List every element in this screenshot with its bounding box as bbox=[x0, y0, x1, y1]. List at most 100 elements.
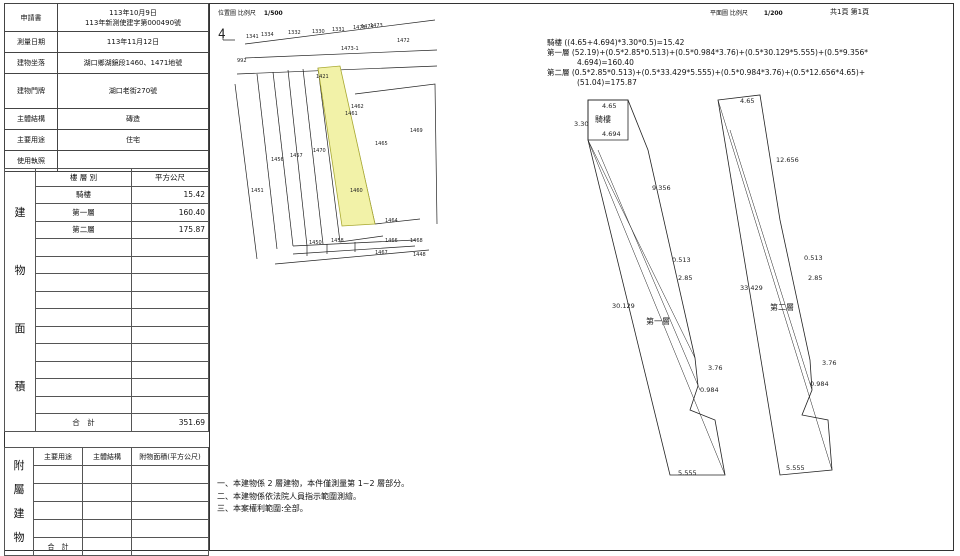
parcel-label: 1421 bbox=[316, 74, 329, 80]
location-value: 湖口鄉湖鏡段1460、1471地號 bbox=[57, 52, 209, 74]
annex-area-header: 附物面積(平方公尺) bbox=[131, 447, 209, 466]
side-char: 積 bbox=[14, 379, 26, 393]
parcel-label: 1464 bbox=[385, 218, 398, 224]
door-label: 建物門牌 bbox=[4, 73, 58, 109]
layer-header: 樓 層 別 bbox=[35, 168, 132, 187]
dimension-label: 4.65 bbox=[602, 102, 616, 110]
survey-label: 測量日期 bbox=[4, 31, 58, 53]
annex-building-table: 附 屬 建 物 主要用途 主體結構 附物面積(平方公尺) 合 計 bbox=[4, 447, 209, 556]
dimension-label: 30.129 bbox=[612, 302, 635, 310]
dimension-label: 0.984 bbox=[700, 386, 719, 394]
layer-value: 15.42 bbox=[131, 185, 209, 204]
table-row: 第一層 160.40 bbox=[5, 203, 209, 222]
dimension-label: 9.356 bbox=[652, 184, 671, 192]
empty-row bbox=[5, 343, 209, 362]
dimension-label: 0.513 bbox=[672, 256, 691, 264]
parcel-label: 1469 bbox=[410, 128, 423, 134]
target-parcel bbox=[317, 65, 376, 227]
table-row: 騎樓 15.42 bbox=[5, 185, 209, 204]
side-char: 建 bbox=[14, 205, 26, 219]
empty-row bbox=[5, 273, 209, 292]
building-area-table: 建 物 面 積 樓 層 別 平方公尺 騎樓 15.42 第一層 160.40 第… bbox=[4, 168, 209, 432]
parcel-label: 1460 bbox=[350, 188, 363, 194]
page-number: 共1頁 第1頁 bbox=[830, 8, 870, 16]
parcel-label: 992 bbox=[237, 58, 247, 64]
parcel-label: 1468 bbox=[410, 238, 423, 244]
parcel-label: 1331 bbox=[332, 27, 345, 33]
plan-title-text: 平面圖 比例尺 bbox=[710, 10, 748, 17]
apply-label: 申請書 bbox=[4, 3, 58, 32]
parcel-label: 1334 bbox=[261, 32, 274, 38]
empty-row bbox=[5, 255, 209, 274]
unit-header: 平方公尺 bbox=[131, 168, 209, 187]
plan-title: 平面圖 比例尺 1/200 bbox=[710, 8, 783, 17]
north-symbol: 4 bbox=[218, 27, 226, 41]
formula-line: 4.694)=160.40 bbox=[577, 58, 634, 67]
apply-date: 113年10月9日 bbox=[109, 8, 157, 17]
floor1-outline bbox=[587, 99, 726, 476]
parcel-label: 1332 bbox=[288, 30, 301, 36]
structure-value: 磚造 bbox=[57, 108, 209, 130]
floor2-label: 第二層 bbox=[770, 302, 794, 312]
note-item: 一、本建物係 2 層建物，本件僅測量第 1~2 層部分。 bbox=[217, 479, 410, 488]
plan-scale: 1/200 bbox=[763, 10, 783, 17]
note-item: 三、本案權利範圍:全部。 bbox=[217, 504, 308, 513]
parcel-label: 1466 bbox=[385, 238, 398, 244]
empty-row bbox=[5, 325, 209, 344]
annex-side-label: 附 屬 建 物 bbox=[4, 447, 34, 556]
location-map-scale: 1/500 bbox=[263, 10, 283, 17]
notes: 一、本建物係 2 層建物，本件僅測量第 1~2 層部分。 二、本建物係依法院人員… bbox=[217, 478, 409, 516]
area-side-label: 建 物 面 積 bbox=[4, 168, 36, 432]
parcel-label: 1467 bbox=[375, 250, 388, 256]
layer-name: 第二層 bbox=[35, 220, 132, 239]
dimension-label: 33.429 bbox=[740, 284, 763, 292]
arcade-outline bbox=[587, 99, 629, 141]
total-row: 合 計 bbox=[5, 537, 209, 556]
dimension-label: 3.76 bbox=[708, 364, 722, 372]
dimension-label: 4.694 bbox=[602, 130, 621, 138]
total-label: 合 計 bbox=[35, 413, 132, 432]
layer-value: 160.40 bbox=[131, 203, 209, 222]
empty-row bbox=[5, 395, 209, 414]
dimension-label: 0.513 bbox=[804, 254, 823, 262]
side-char: 建 bbox=[13, 506, 25, 520]
north-arrow bbox=[222, 28, 235, 41]
dimension-label: 5.555 bbox=[678, 469, 697, 477]
location-map-title: 位置圖 比例尺 1/500 bbox=[218, 8, 283, 17]
layer-name: 騎樓 bbox=[35, 185, 132, 204]
annex-use-header: 主要用途 bbox=[33, 447, 83, 466]
layer-name: 第一層 bbox=[35, 203, 132, 222]
table-row: 第二層 175.87 bbox=[5, 220, 209, 239]
apply-no: 113年新測使建字第000490號 bbox=[84, 18, 182, 27]
floor-plans: 騎樓 第一層 第二層 4.65 3.30 4.694 9.356 0.513 2… bbox=[574, 94, 836, 477]
empty-row bbox=[5, 519, 209, 538]
side-char: 物 bbox=[14, 263, 26, 277]
empty-row bbox=[5, 378, 209, 397]
parcel-label: 1472 bbox=[397, 38, 410, 44]
door-value: 湖口老街270號 bbox=[57, 73, 209, 109]
total-value: 351.69 bbox=[131, 413, 209, 432]
side-char: 物 bbox=[13, 530, 25, 544]
empty-row bbox=[5, 238, 209, 257]
parcel-label: 1465 bbox=[375, 141, 388, 147]
formula-line: (51.04)=175.87 bbox=[577, 78, 637, 87]
empty-row bbox=[5, 308, 209, 327]
parcel-label: 1470 bbox=[313, 148, 326, 154]
location-map: 4 1341 1334 1332 1330 1331 1475 1474 147… bbox=[218, 19, 438, 265]
parcel-label: 1458 bbox=[331, 238, 344, 244]
floor1-label: 第一層 bbox=[646, 316, 670, 326]
area-formula: 騎樓 ((4.65+4.694)*3.30*0.5)=15.42 第一層 (52… bbox=[547, 38, 927, 88]
parcel-label: 1474 bbox=[361, 24, 374, 30]
column-divider bbox=[209, 3, 210, 551]
parcel-label: 1330 bbox=[312, 29, 325, 35]
empty-row bbox=[5, 290, 209, 309]
dimension-label: 4.65 bbox=[740, 97, 754, 105]
empty-row bbox=[5, 501, 209, 520]
use-label: 主要用途 bbox=[4, 129, 58, 151]
location-map-title-text: 位置圖 比例尺 bbox=[218, 10, 256, 17]
side-char: 面 bbox=[14, 321, 26, 335]
formula-line: 騎樓 ((4.65+4.694)*3.30*0.5)=15.42 bbox=[547, 38, 685, 47]
dimension-label: 3.30 bbox=[574, 120, 588, 128]
side-char: 屬 bbox=[13, 482, 25, 496]
dimension-label: 2.85 bbox=[678, 274, 692, 282]
